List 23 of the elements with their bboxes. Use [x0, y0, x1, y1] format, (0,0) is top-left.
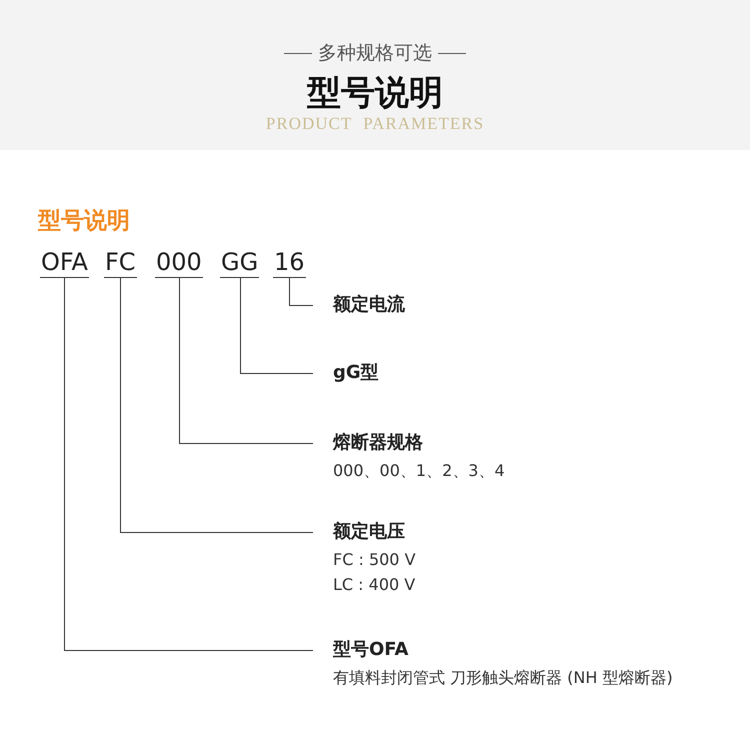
parameter-heading: 额定电压 [333, 520, 406, 544]
parameter-value: FC : 500 V [333, 549, 416, 571]
parameter-heading: 熔断器规格 [333, 431, 424, 455]
leader-line [64, 278, 314, 651]
parameter-heading: gG型 [333, 361, 379, 385]
parameter-value: LC : 400 V [333, 574, 416, 596]
code-segment: 000 [155, 247, 203, 278]
section-heading: 型号说明 [38, 207, 130, 236]
title: 型号说明 [306, 72, 444, 115]
code-segment: 16 [273, 247, 306, 278]
leader-line [120, 278, 314, 533]
subtitle-text: 多种规格可选 [318, 42, 432, 64]
leader-line [289, 278, 314, 306]
parameter-heading: 型号OFA [333, 638, 410, 662]
code-segment: OFA [40, 247, 89, 278]
code-segment: FC [104, 247, 137, 278]
parameter-value: 有填料封闭管式 刀形触头熔断器 (NH 型熔断器) [333, 667, 673, 689]
leader-line [240, 278, 314, 374]
parameter-heading: 额定电流 [333, 293, 405, 317]
subtitle-english: PRODUCT PARAMETERS [264, 114, 486, 134]
code-segment: GG [220, 247, 260, 278]
parameter-value: 000、00、1、2、3、4 [333, 460, 505, 482]
leader-line [179, 278, 314, 444]
